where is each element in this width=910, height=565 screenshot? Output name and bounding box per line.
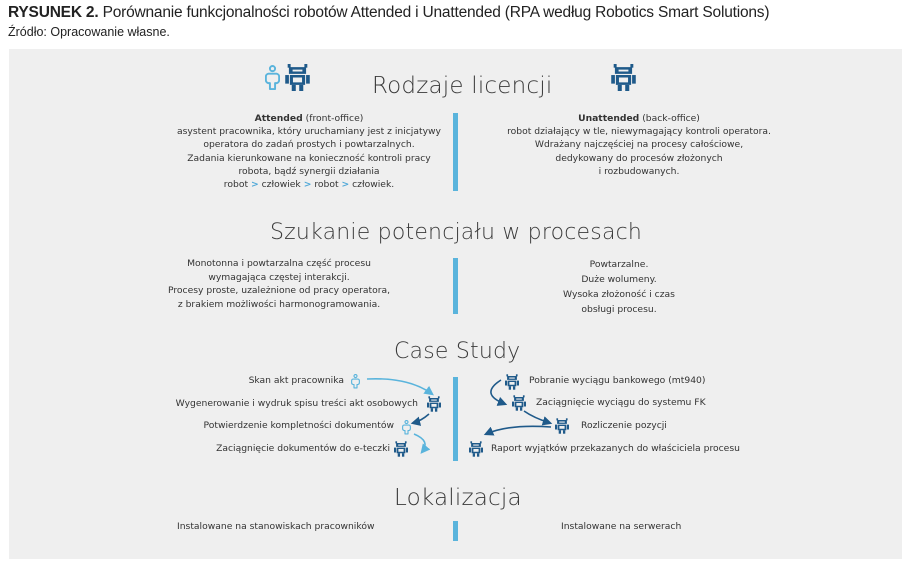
human-icon <box>402 420 411 435</box>
arrow-r3-to-r4 <box>483 425 552 436</box>
flow-human: człowiek <box>261 179 301 191</box>
section-title-location: Lokalizacja <box>394 485 522 511</box>
flow-arrow: > <box>341 179 350 191</box>
case-step-left: Potwierdzenie kompletności dokumentów <box>203 420 394 431</box>
potential-left-line: z brakiem możliwości harmonogramowania. <box>177 298 381 310</box>
potential-right-line: Duże wolumeny. <box>581 274 657 285</box>
robot-icon <box>427 396 441 412</box>
potential-right-line: Wysoka złożoność i czas <box>563 289 675 300</box>
figure-title: Porównanie funkcjonalności robotów Atten… <box>102 4 770 21</box>
unattended-subtitle: (back-office) <box>642 113 700 124</box>
potential-right-line: Powtarzalne. <box>589 259 649 270</box>
flow-robot: robot <box>314 179 339 191</box>
arrow-r2-to-r3 <box>523 410 553 426</box>
unattended-line: dedykowany do procesów złożonych <box>555 152 723 164</box>
location-left: Instalowane na stanowiskach pracowników <box>177 521 375 532</box>
attended-line: asystent pracownika, który uruchamiany j… <box>176 126 441 138</box>
human-icon <box>351 374 360 389</box>
unattended-line: i rozbudowanych. <box>598 165 680 177</box>
unattended-name: Unattended <box>578 113 640 124</box>
arrow-step1-to-step2 <box>366 377 434 396</box>
arrow-step2-to-step3 <box>410 413 430 426</box>
case-step-right: Rozliczenie pozycji <box>581 420 667 431</box>
potential-left-line: wymagająca częstej interakcji. <box>208 271 350 283</box>
robot-icon <box>285 64 310 91</box>
unattended-line: Wdrażany najczęściej na procesy całościo… <box>534 139 744 151</box>
divider <box>453 377 458 461</box>
potential-left-line: Procesy proste, uzależnione od pracy ope… <box>167 285 391 297</box>
section-title-case-study: Case Study <box>394 339 521 364</box>
flow-arrow: > <box>250 179 259 191</box>
flow-human: człowiek. <box>352 179 395 191</box>
location-right: Instalowane na serwerach <box>561 521 682 532</box>
attended-line: robota, bądź synergii działania <box>238 165 380 177</box>
case-step-left: Skan akt pracownika <box>248 375 344 386</box>
divider <box>453 521 458 541</box>
potential-right-line: obsługi procesu. <box>581 304 657 315</box>
section-title-potential: Szukanie potencjału w procesach <box>270 220 643 245</box>
divider <box>453 113 458 191</box>
divider <box>453 258 458 314</box>
robot-icon <box>394 441 408 457</box>
unattended-line: robot działający w tle, niewymagający ko… <box>507 126 771 138</box>
attended-flow: robot > człowiek > robot > człowiek. <box>129 178 489 191</box>
figure-source: Źródło: Opracowanie własne. <box>8 25 170 39</box>
flow-robot: robot <box>223 179 249 191</box>
arrow-step3-to-step4 <box>413 433 431 454</box>
potential-left-line: Monotonna i powtarzalna część procesu <box>187 258 371 269</box>
case-step-right: Pobranie wyciągu bankowego (mt940) <box>529 375 706 386</box>
potential-right: Powtarzalne. Duże wolumeny. Wysoka złożo… <box>529 257 709 317</box>
potential-left: Monotonna i powtarzalna część procesu wy… <box>129 257 429 311</box>
robot-icon <box>512 395 526 411</box>
case-step-right: Raport wyjątków przekazanych do właścici… <box>491 443 740 454</box>
attended-line: operatora do zadań prostych i powtarzaln… <box>203 139 415 151</box>
robot-icon <box>505 374 519 390</box>
robot-icon <box>611 64 636 91</box>
case-step-left: Zaciągnięcie dokumentów do e-teczki <box>216 443 390 454</box>
unattended-description: Unattended (back-office) robot działając… <box>469 112 809 178</box>
arrow-r1-to-r2 <box>490 379 508 406</box>
figure-label: RYSUNEK 2. <box>8 4 99 21</box>
flow-arrow: > <box>303 179 312 191</box>
human-icon <box>265 65 280 91</box>
attended-description: Attended (front-office) asystent pracown… <box>129 112 489 191</box>
figure-caption: RYSUNEK 2. Porównanie funkcjonalności ro… <box>8 4 770 22</box>
attended-line: Zadania kierunkowane na konieczność kont… <box>187 152 431 164</box>
attended-name: Attended <box>254 113 303 124</box>
robot-icon <box>555 418 569 434</box>
case-step-left: Wygenerowanie i wydruk spisu treści akt … <box>175 398 418 409</box>
case-step-right: Zaciągnięcie wyciągu do systemu FK <box>536 397 706 408</box>
robot-icon <box>469 441 483 457</box>
section-title-licenses: Rodzaje licencji <box>372 73 553 99</box>
attended-subtitle: (front-office) <box>305 113 364 124</box>
comparison-panel: Rodzaje licencji Attended (front-office)… <box>9 49 902 559</box>
